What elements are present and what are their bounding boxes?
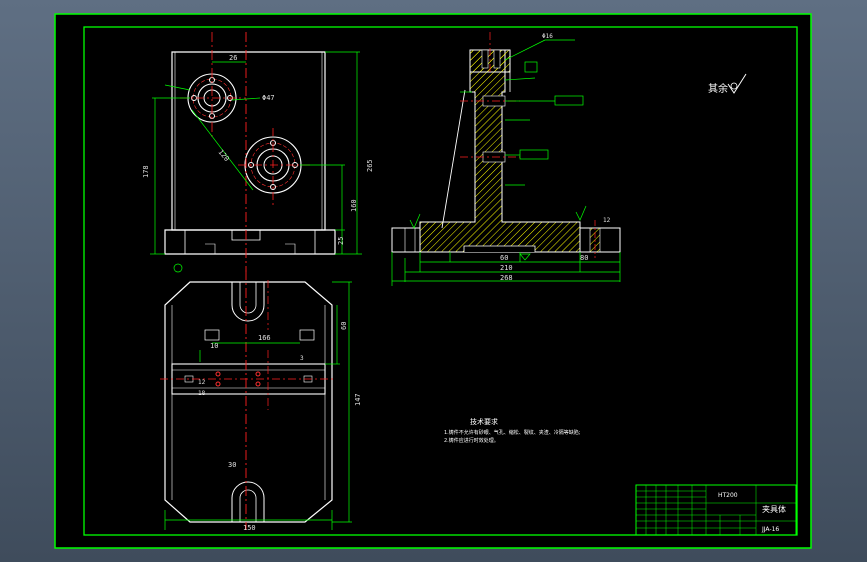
front-view: 26 Φ47 178 265 160 25 120 <box>142 32 374 273</box>
dim-265: 265 <box>366 159 374 172</box>
section-view: 60 80 210 268 12 Φ16 <box>391 32 621 286</box>
title-part-name: 夹具体 <box>762 504 786 514</box>
dim-12: 12 <box>198 379 206 386</box>
dim-26: 26 <box>229 54 237 62</box>
tech-req-title: 技术要求 <box>470 417 498 426</box>
dim-178: 178 <box>142 165 150 178</box>
title-drawing-number: JJA-16 <box>761 526 779 533</box>
dim-60-top: 60 <box>340 322 348 330</box>
roughness-symbol: 其余 <box>708 73 747 95</box>
dim-166: 166 <box>258 334 271 342</box>
dim-25: 25 <box>337 237 345 245</box>
sheet-inner-border <box>83 26 798 536</box>
dim-18: 18 <box>198 390 206 397</box>
dim-30: 30 <box>228 461 236 469</box>
dim-phi16: Φ16 <box>542 33 553 40</box>
dim-147: 147 <box>354 393 362 406</box>
roughness-note: 其余 <box>708 82 728 95</box>
title-material: HT200 <box>718 492 738 499</box>
dim-80: 80 <box>580 254 588 262</box>
dim-3: 3 <box>300 355 304 362</box>
dim-160: 160 <box>350 199 358 212</box>
tech-req-1: 1.铸件不允许有砂眼、气孔、缩松、裂纹、夹渣、冷隔等缺陷; <box>444 429 581 436</box>
dim-150: 150 <box>243 524 256 532</box>
dim-12-section: 12 <box>603 217 611 224</box>
dim-phi47: Φ47 <box>262 94 275 102</box>
dim-210: 210 <box>500 264 513 272</box>
technical-requirements: 技术要求 1.铸件不允许有砂眼、气孔、缩松、裂纹、夹渣、冷隔等缺陷; 2.铸件应… <box>444 417 581 444</box>
dim-60: 60 <box>500 254 508 262</box>
title-block: HT200 夹具体 JJA-16 <box>635 484 797 536</box>
dim-10: 10 <box>210 342 218 350</box>
top-view: 166 10 147 60 150 30 12 18 3 <box>160 270 362 532</box>
tech-req-2: 2.铸件应进行时效处理。 <box>444 437 499 444</box>
dim-268: 268 <box>500 274 513 282</box>
